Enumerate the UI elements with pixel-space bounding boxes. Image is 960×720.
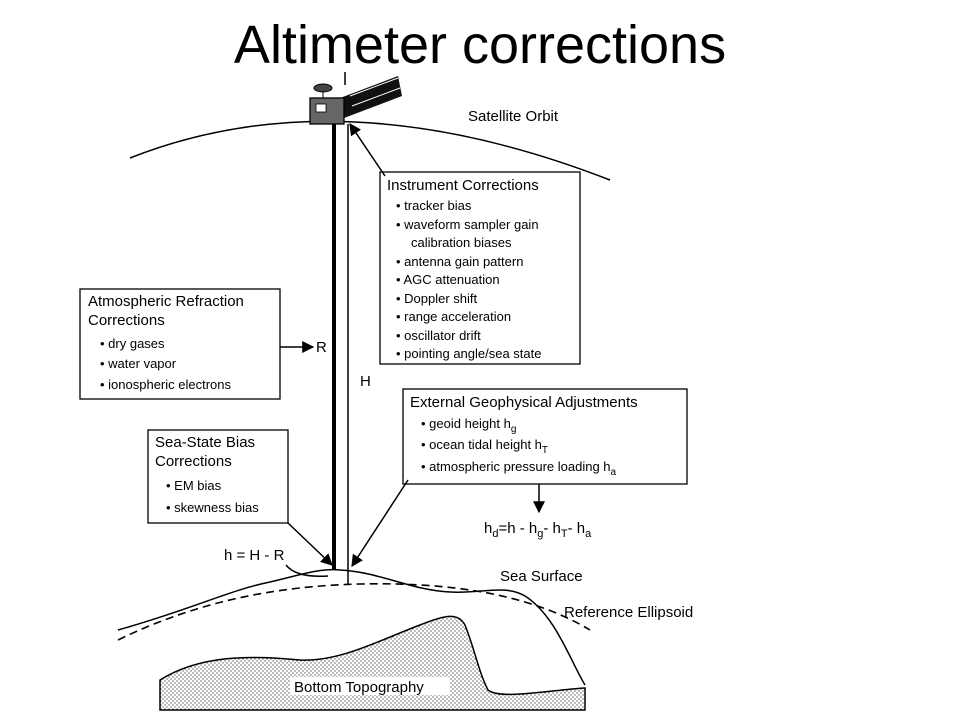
sea-state-arrow [287, 522, 333, 566]
label-satellite-orbit: Satellite Orbit [468, 108, 559, 125]
instrument-item: • AGC attenuation [396, 272, 500, 287]
sea-state-heading-1: Sea-State Bias [155, 434, 255, 451]
instrument-item: • tracker bias [396, 198, 472, 213]
atmospheric-item: • ionospheric electrons [100, 377, 232, 392]
sea-state-bias-box: Sea-State Bias Corrections • EM bias • s… [147, 429, 289, 524]
instrument-item: • waveform sampler gain [396, 217, 539, 232]
atmospheric-heading-1: Atmospheric Refraction [88, 293, 244, 310]
reference-ellipsoid-curve [117, 582, 591, 641]
bottom-topography-shape [159, 615, 586, 711]
instrument-item: • Doppler shift [396, 291, 478, 306]
label-R: R [316, 339, 327, 356]
instrument-item: calibration biases [411, 235, 512, 250]
atmospheric-item: • water vapor [100, 356, 177, 371]
satellite-orbit-arc [129, 120, 611, 181]
slide-title: Altimeter corrections [233, 15, 727, 75]
sea-surface-curve [117, 568, 586, 686]
external-item: • geoid height hg [421, 416, 516, 435]
external-item: • atmospheric pressure loading ha [421, 459, 617, 478]
topography-label-bg [290, 677, 450, 695]
instrument-item: • range acceleration [396, 309, 511, 324]
label-H: H [360, 373, 371, 390]
sea-state-heading-2: Corrections [155, 453, 232, 470]
atmospheric-item: • dry gases [100, 336, 165, 351]
label-bottom-topography: Bottom Topography [294, 679, 424, 696]
external-arrow-to-surface [351, 479, 409, 568]
atmospheric-refraction-box: Atmospheric Refraction Corrections • dry… [79, 288, 281, 400]
label-reference-ellipsoid: Reference Ellipsoid [564, 604, 693, 621]
atmospheric-heading-2: Corrections [88, 312, 165, 329]
sea-state-item: • EM bias [166, 478, 222, 493]
instrument-item: • pointing angle/sea state [396, 346, 542, 361]
instrument-arrow [349, 123, 386, 177]
instrument-item: • antenna gain pattern [396, 254, 523, 269]
label-sea-surface: Sea Surface [500, 568, 583, 585]
instrument-item: • oscillator drift [396, 328, 481, 343]
external-heading: External Geophysical Adjustments [410, 394, 638, 411]
sea-state-item: • skewness bias [166, 500, 259, 515]
instrument-corrections-box: Instrument Corrections • tracker bias • … [379, 171, 581, 365]
external-geophysical-box: External Geophysical Adjustments • geoid… [402, 388, 688, 485]
label-h-equation: h = H - R [224, 547, 285, 564]
external-item: • ocean tidal height hT [421, 437, 548, 456]
instrument-heading: Instrument Corrections [387, 177, 539, 194]
satellite-icon [309, 72, 402, 125]
dynamic-height-formula: hd=h - hg- hT- ha [484, 520, 592, 540]
